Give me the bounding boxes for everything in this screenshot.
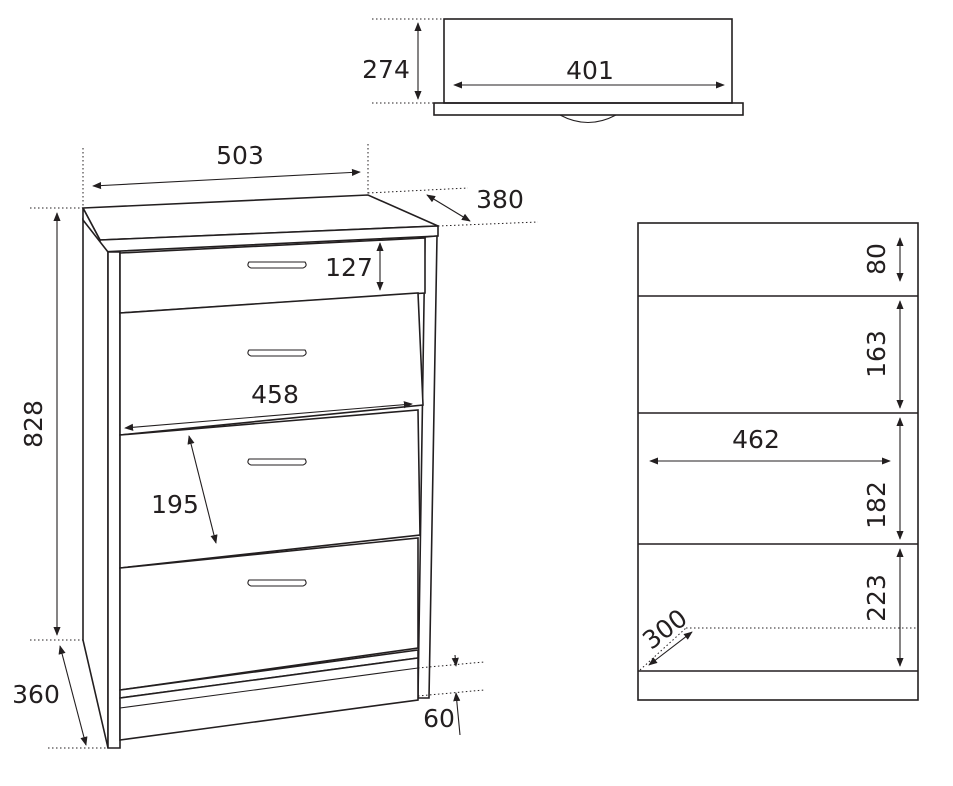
compartment-2-label: 163: [862, 330, 891, 378]
flap-height-label: 195: [151, 490, 199, 519]
flap-height-arrow: [187, 435, 218, 544]
section-inner-width-label: 462: [732, 425, 780, 454]
inner-width-arrow: [124, 401, 413, 431]
plinth-extension-line-bottom: [417, 689, 485, 697]
compartment-4-label: 223: [862, 574, 891, 622]
top-depth-arrow: [426, 194, 471, 222]
compartment-1-label: 80: [862, 243, 891, 275]
flap-2: [119, 292, 424, 436]
plinth-line: [119, 667, 419, 709]
drawer-1: [119, 237, 426, 314]
shelf-depth-label: 300: [637, 603, 693, 655]
section-view: 80 163 462 182 223 300: [637, 222, 919, 701]
overall-height-label: 828: [19, 400, 48, 448]
plinth-height-arrow-bottom: [453, 692, 461, 736]
plinth-height-label: 60: [423, 704, 455, 733]
cabinet-left-side-panel: [82, 217, 109, 749]
overall-width-label: 503: [216, 141, 264, 170]
depth-extension-line-top: [367, 187, 469, 194]
top-view-depth-label: 274: [362, 55, 410, 84]
base-depth-arrow: [58, 645, 88, 746]
top-drawer-height-label: 127: [325, 253, 373, 282]
plinth-height-arrow-top: [451, 654, 459, 667]
shelf-depth-arrow: [648, 631, 693, 666]
flap-4-handle: [247, 579, 307, 587]
overall-width-arrow: [92, 168, 361, 190]
flap-4: [119, 537, 419, 691]
plinth-extension-line-top: [417, 661, 485, 669]
top-depth-label: 380: [476, 185, 524, 214]
compartment-3-label: 182: [862, 481, 891, 529]
inner-width-label: 458: [251, 380, 299, 409]
base-depth-label: 360: [12, 680, 60, 709]
cabinet-left-front-edge: [107, 251, 121, 749]
top-view-top-panel: [433, 102, 744, 116]
section-outline: [637, 222, 919, 701]
depth-extension-line-bottom: [437, 221, 539, 227]
flap-2-handle: [247, 349, 307, 357]
flap-3-handle: [247, 458, 307, 466]
top-view-width-label: 401: [566, 56, 614, 85]
drawer-1-handle: [247, 261, 307, 269]
top-view-handle: [559, 114, 617, 124]
front-view: 503 380 127 458 195 828 360 60: [12, 141, 539, 749]
cabinet-right-front-edge: [417, 235, 438, 699]
top-view: 274 401: [362, 18, 744, 124]
